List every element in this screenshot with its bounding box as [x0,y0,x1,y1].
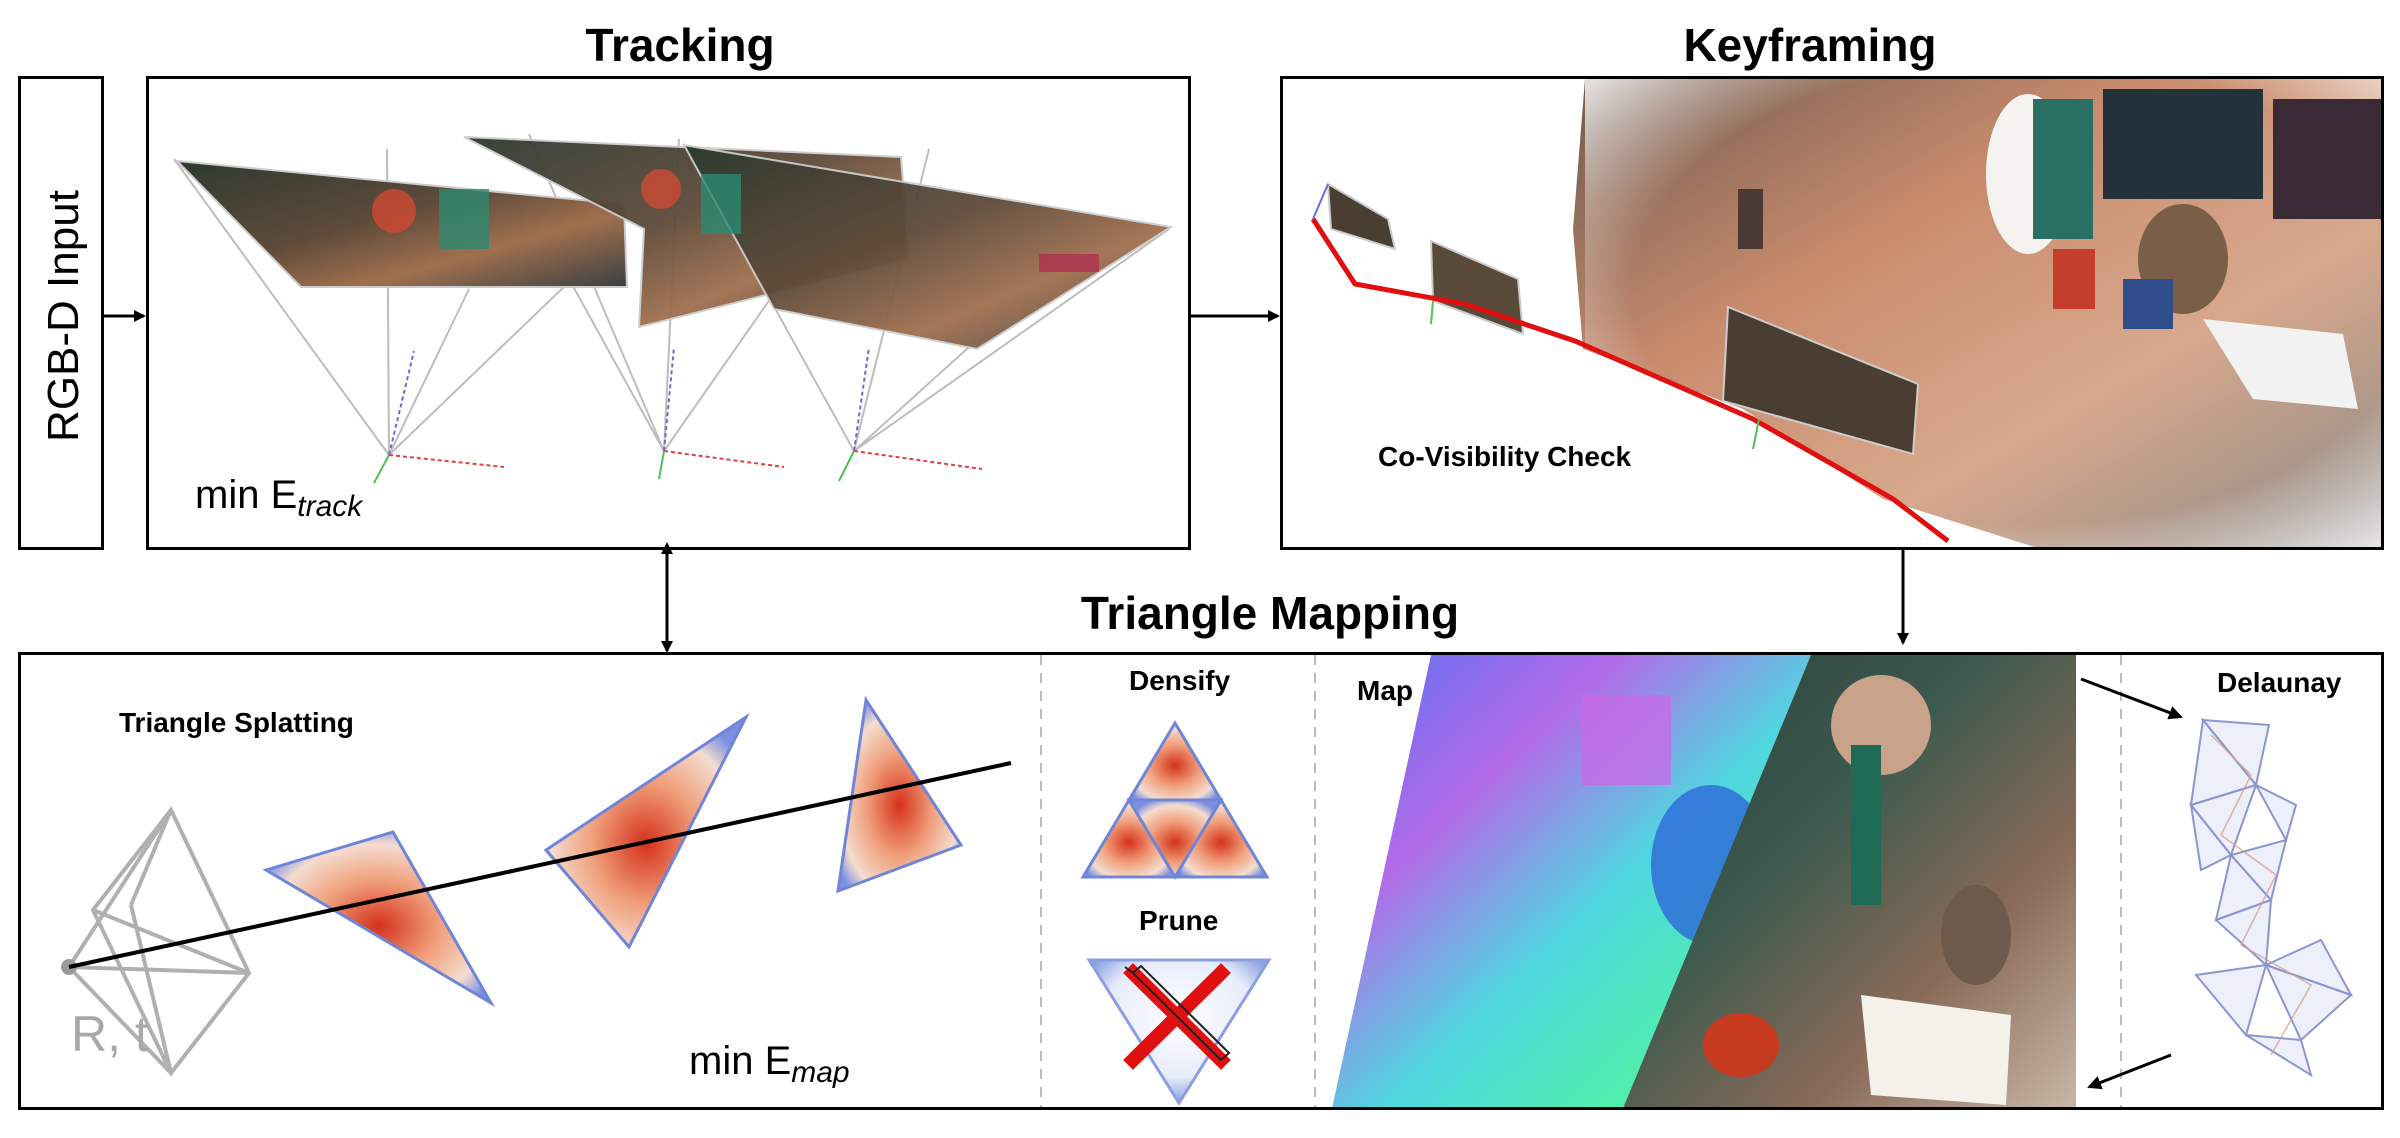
mapping-illustration [21,655,2384,1110]
densify-triangles [1083,723,1267,877]
keyframing-title: Keyframing [1660,18,1960,72]
mapping-formula-sub: map [791,1056,849,1089]
prune-triangle [1089,960,1269,1103]
camera-axes [374,347,982,483]
delaunay-label: Delaunay [2217,667,2342,699]
arrow-map-to-delaunay [2081,679,2181,717]
triangle-mapping-title: Triangle Mapping [1000,586,1540,640]
keyframe-1 [1328,184,1395,249]
keyframing-panel: Co-Visibility Check [1280,76,2384,550]
delaunay-mesh [2191,720,2351,1075]
tracking-title: Tracking [540,18,820,72]
tracking-panel: min Etrack [146,76,1191,550]
tracking-formula-base: min E [195,473,297,517]
prune-label: Prune [1139,905,1218,937]
mapping-formula-base: min E [689,1039,791,1083]
tracking-formula-sub: track [297,490,362,523]
mapping-formula: min Emap [689,1039,850,1090]
pose-label: R, t [71,1005,149,1063]
arrow-delaunay-to-map [2089,1055,2171,1087]
densify-label: Densify [1129,665,1230,697]
rgbd-input-label: RGB-D Input [39,190,89,442]
rgbd-input-box: RGB-D Input [18,76,104,550]
tracking-formula: min Etrack [195,473,362,524]
keyframing-illustration [1283,79,2384,550]
triangle-mapping-panel: Triangle Splatting R, t min Emap Densify… [18,652,2384,1110]
triangle-splatting-label: Triangle Splatting [119,707,354,739]
splat-triangle-2 [546,717,746,947]
covisibility-label: Co-Visibility Check [1378,441,1631,473]
map-label: Map [1357,675,1413,707]
